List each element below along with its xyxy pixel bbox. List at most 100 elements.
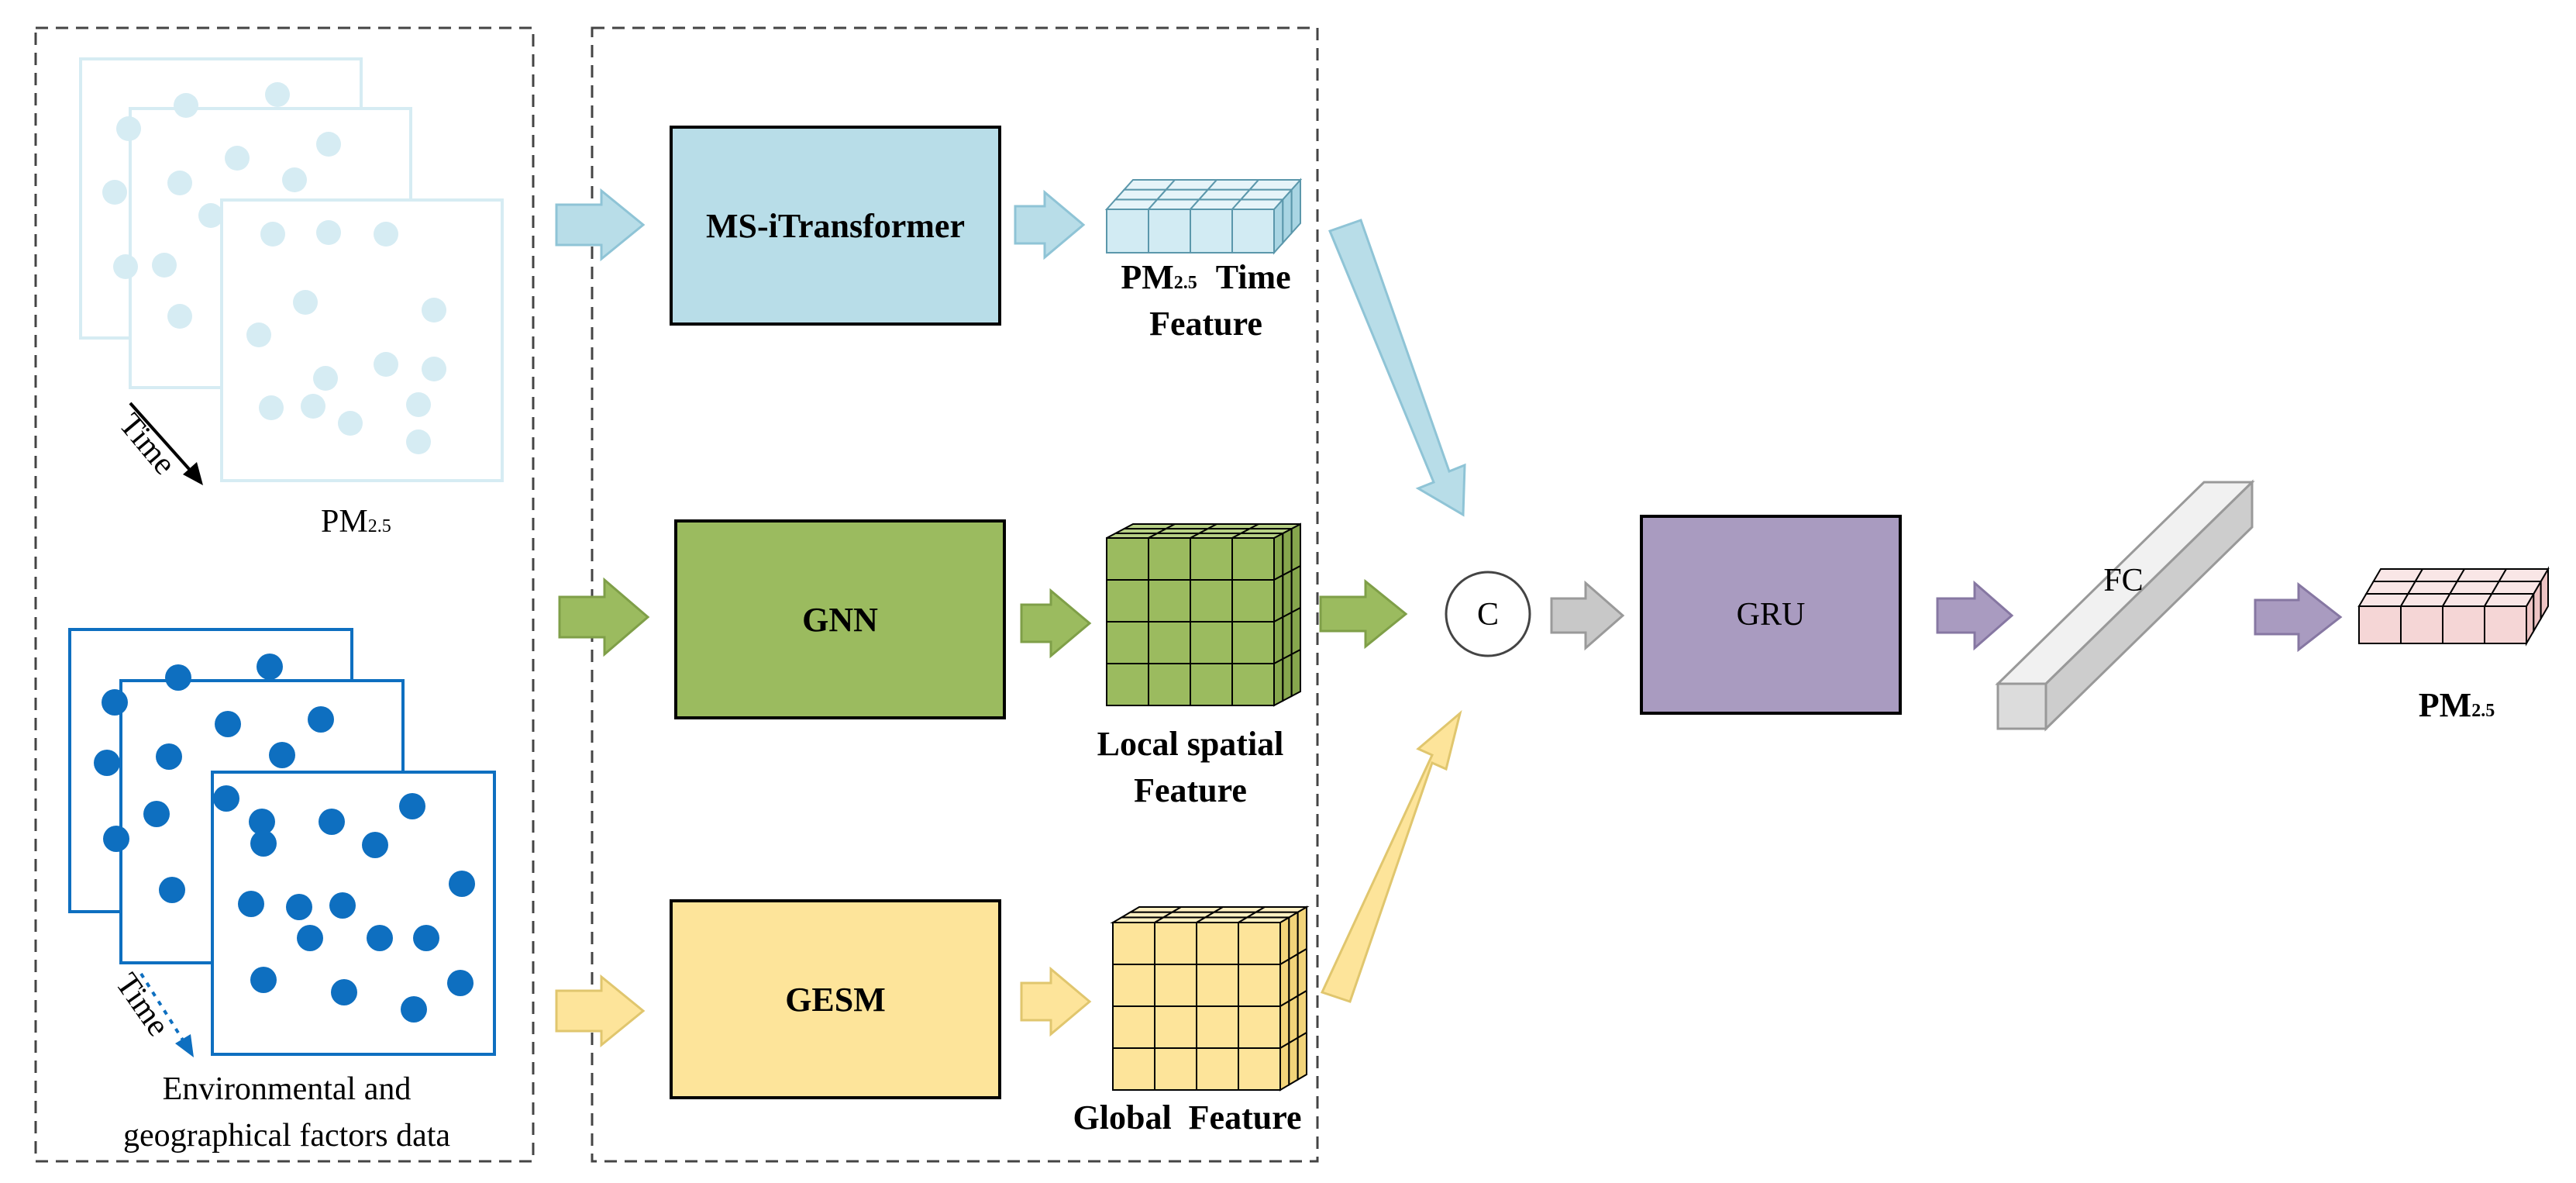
env-dot (143, 801, 170, 827)
pm25-dot (301, 394, 325, 419)
cube-top-cell (2371, 568, 2424, 582)
env-dot (249, 809, 275, 835)
env-dot (165, 664, 191, 691)
cube-top-cell (2413, 568, 2466, 582)
fc-front-face (1996, 682, 2047, 730)
arrow-gnn-to-local-feature (1020, 588, 1092, 659)
pm25-dot (282, 167, 307, 192)
pm25-time-label: Time (112, 407, 182, 481)
env-input-stack (68, 628, 496, 1056)
cube-front-cell (2358, 605, 2402, 644)
cube-top-cell (2357, 593, 2410, 607)
cube-top-cell (1249, 523, 1301, 529)
cube-top-cell (2406, 581, 2459, 595)
cube-front-cell (1190, 621, 1233, 664)
arrow-input-to-ms-itransformer (555, 188, 646, 262)
cube-side-cell (1282, 653, 1293, 702)
cube-side-cell (1273, 657, 1284, 707)
cube-top-cell (1248, 179, 1303, 191)
pm25-dot (265, 82, 290, 107)
env-input-label-line2: geographical factors data (123, 1118, 450, 1154)
output-pm25-label: PM2.5 (2419, 686, 2495, 724)
cube-front-cell (2442, 605, 2485, 644)
arrow-ms-itransformer-to-time-feature (1014, 189, 1086, 260)
pm25-dot (374, 222, 398, 247)
cube-front-cell (1154, 922, 1197, 965)
cube-front-cell (1231, 663, 1275, 706)
fc-label: FC (2103, 563, 2143, 598)
cube-front-cell (1190, 579, 1233, 623)
cube-side-cell (1288, 952, 1299, 1003)
pm25-dot (338, 411, 363, 436)
ms-itransformer-label: MS-iTransformer (706, 207, 965, 245)
gru-label: GRU (1737, 597, 1806, 633)
cube-top-cell (1239, 188, 1293, 201)
pm25-dot (113, 254, 138, 279)
cube-front-cell (1238, 922, 1281, 965)
cube-top-cell (1252, 906, 1310, 913)
env-dot (297, 925, 323, 951)
cube-front-cell (1231, 209, 1275, 254)
cube-front-cell (1190, 209, 1233, 254)
env-dot (250, 967, 277, 993)
cube-front-cell (1106, 621, 1149, 664)
env-dot (399, 793, 425, 819)
arrow-global-feature-to-concat (1320, 709, 1462, 1003)
cube-front-cell (1238, 964, 1281, 1007)
env-dot (269, 742, 295, 768)
time-feature-label-line2: Feature (1149, 305, 1262, 343)
env-dot (238, 891, 264, 917)
env-dot (367, 925, 393, 951)
cube-front-cell (1112, 922, 1155, 965)
arrow-concat-to-gru (1550, 580, 1625, 651)
gru-module (1640, 515, 1902, 715)
pm25-dot (313, 366, 338, 391)
env-dot (286, 894, 312, 920)
pm25-dot (316, 220, 341, 245)
env-dot (401, 996, 427, 1023)
env-time-label: Time (108, 967, 177, 1043)
cube-side-cell (1273, 616, 1284, 665)
cube-side-cell (1282, 527, 1293, 577)
cube-top-cell (2441, 593, 2494, 607)
cube-front-cell (1106, 209, 1149, 254)
cube-top-cell (2497, 568, 2550, 582)
env-dot (413, 925, 439, 951)
arrow-time-feature-to-concat (1328, 219, 1466, 517)
cube-side-cell (1279, 999, 1290, 1050)
cube-front-cell (1148, 621, 1191, 664)
cube-side-cell (1273, 574, 1284, 623)
cube-front-cell (1196, 1047, 1239, 1091)
arrow-input-to-gesm (555, 974, 646, 1048)
pm25-input-stack (79, 57, 504, 482)
env-dot (156, 743, 182, 770)
cube-side-cell (1290, 606, 1301, 656)
cube-front-cell (2400, 605, 2443, 644)
cube-side-cell (1279, 957, 1290, 1008)
cube-side-cell (1297, 1031, 1307, 1081)
cube-side-cell (1288, 910, 1299, 961)
cube-side-cell (1297, 905, 1307, 956)
arrow-gru-to-fc (1936, 580, 2014, 651)
cube-front-cell (1231, 537, 1275, 581)
pm25-dot (293, 290, 318, 315)
cube-side-cell (1290, 564, 1301, 614)
env-dot (250, 830, 277, 857)
cube-top-cell (2364, 581, 2417, 595)
pm25-dot (406, 392, 431, 417)
pm25-dot (167, 171, 192, 195)
cube-top-cell (2455, 568, 2508, 582)
pm25-dot (116, 116, 141, 141)
cube-front-cell (1196, 922, 1239, 965)
env-time-arrow (139, 972, 194, 1057)
cube-front-cell (1148, 209, 1191, 254)
local-feature-label-line2: Feature (1134, 771, 1247, 809)
cube-front-cell (1154, 1005, 1197, 1049)
cube-side-cell (1282, 611, 1293, 660)
cube-front-cell (1196, 1005, 1239, 1049)
pm25-dot (246, 322, 271, 347)
cube-front-cell (1154, 1047, 1197, 1091)
cube-side-cell (1297, 989, 1307, 1040)
env-dot (159, 877, 185, 903)
